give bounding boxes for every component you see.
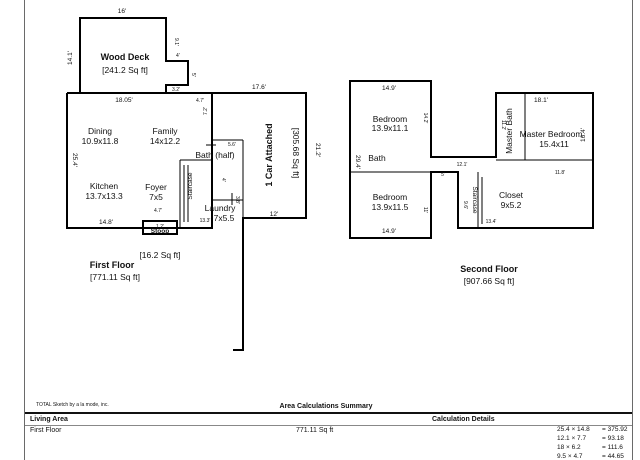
- page-left-border: [24, 0, 25, 460]
- sketch-credit: TOTAL Sketch by a la mode, inc.: [36, 402, 109, 408]
- dim-bath-b: 7.2': [203, 107, 209, 115]
- room-staircase-1-name: Staircase: [187, 172, 194, 199]
- dim-stair-height: 3.8': [234, 196, 240, 204]
- room-kitchen-size: 13.7x13.3: [85, 191, 123, 201]
- sf-dim-top-left: 14.9': [382, 85, 396, 92]
- sf-bath-name: Bath: [368, 153, 386, 163]
- wood-deck-outline: [79, 17, 189, 93]
- page-right-border: [632, 0, 633, 460]
- garage-dim-bottom: 12': [270, 211, 278, 218]
- room-bath-half-name: Bath (half): [195, 150, 234, 160]
- deck-dim-right-c: 5': [190, 73, 196, 77]
- deck-dim-top: 16': [118, 8, 126, 15]
- summary-top-rule: [25, 412, 632, 414]
- wood-deck-label: Wood Deck: [101, 52, 151, 62]
- summary-title: Area Calculations Summary: [279, 403, 373, 410]
- col-living-area: Living Area: [30, 416, 68, 423]
- garage-area: [305.68 Sq ft]: [291, 128, 301, 179]
- garage-dim-top: 17.6': [252, 84, 266, 91]
- calc-expr-3: 18 × 6.2: [557, 444, 581, 451]
- room-family-size: 14x12.2: [150, 136, 181, 146]
- dim-bath-a: 5.6': [228, 142, 236, 148]
- sf-bedroom-2-size: 13.9x11.5: [372, 202, 409, 212]
- second-floor-walls: [349, 80, 594, 239]
- row-first-floor-area: 771.11 Sq ft: [296, 427, 334, 434]
- room-foyer-size: 7x5: [149, 192, 163, 202]
- house-outline: [66, 92, 213, 229]
- first-floor-title: First Floor: [90, 260, 135, 270]
- deck-dim-right-b: 4': [176, 53, 180, 59]
- stoop-outline: [142, 220, 178, 235]
- sf-bedroom-2-name: Bedroom: [373, 192, 408, 202]
- calc-val-4: = 44.65: [602, 453, 624, 460]
- room-laundry-size: 7x5.5: [214, 213, 235, 223]
- col-calculation-details: Calculation Details: [432, 416, 495, 423]
- sf-closet-name: Closet: [499, 190, 524, 200]
- dim-bath-c: 4': [220, 178, 226, 182]
- room-kitchen-name: Kitchen: [90, 181, 119, 191]
- second-floor-area: [907.66 Sq ft]: [464, 276, 515, 286]
- deck-dim-bottom: 3.2': [172, 87, 180, 93]
- sf-dim-bottom-left: 14.9': [382, 228, 396, 235]
- sf-dim-bottom-right: 13.4': [486, 219, 497, 225]
- dim-top: 18.05': [115, 97, 133, 104]
- sf-dim-top-right: 18.1': [534, 97, 548, 104]
- sf-master-bedroom-size: 15.4x11: [539, 139, 569, 149]
- sf-dim-mid-c: 11': [422, 207, 428, 213]
- stoop-area: [16.2 Sq ft]: [139, 250, 180, 260]
- sf-dim-stair: 9.6': [462, 201, 468, 209]
- calc-val-3: = 111.6: [602, 444, 623, 451]
- sf-master-bedroom-name: Master Bedroom: [520, 129, 583, 139]
- second-floor-outline: [349, 80, 594, 239]
- summary-header-rule: [25, 425, 632, 426]
- sf-dim-hall: 12.1': [457, 162, 468, 168]
- sf-bedroom-1-size: 13.9x11.1: [372, 123, 409, 133]
- garage-label: 1 Car Attached: [264, 123, 274, 186]
- room-foyer-name: Foyer: [145, 182, 167, 192]
- calc-expr-4: 9.5 × 4.7: [557, 453, 583, 460]
- row-first-floor-label: First Floor: [30, 427, 62, 434]
- calc-expr-1: 25.4 × 14.8: [557, 426, 590, 433]
- sf-closet-size: 9x5.2: [501, 200, 522, 210]
- dim-top-2: 4.7': [196, 98, 204, 104]
- second-floor-title: Second Floor: [460, 264, 518, 274]
- room-family-name: Family: [152, 126, 178, 136]
- stoop-label: Stoop: [151, 228, 169, 235]
- sf-bedroom-1-name: Bedroom: [373, 114, 408, 124]
- room-dining-name: Dining: [88, 126, 112, 136]
- sf-dim-right: 16.4': [580, 128, 587, 142]
- calc-expr-2: 12.1 × 7.7: [557, 435, 587, 442]
- sf-dim-mid-b: 5': [441, 172, 445, 178]
- first-floor-area: [771.11 Sq ft]: [90, 272, 140, 282]
- room-laundry-name: Laundry: [205, 203, 236, 213]
- dim-laundry: 13.3': [200, 218, 211, 224]
- sf-dim-mid-a: 14.2': [422, 113, 428, 124]
- room-dining-size: 10.9x11.8: [82, 136, 119, 146]
- sf-master-bath-name: Master Bath: [504, 108, 514, 154]
- dim-stair-width: 4.7': [154, 208, 162, 214]
- calc-val-1: = 375.92: [602, 426, 628, 433]
- dim-bottom: 14.8': [99, 219, 113, 226]
- sf-dim-left: 29.4': [354, 155, 361, 169]
- garage-outline: [212, 92, 307, 351]
- sf-dim-closet: 11.8': [555, 170, 565, 176]
- sf-staircase-name: Staircase: [471, 186, 478, 213]
- dim-stoop-width: 1.2': [156, 224, 164, 230]
- calc-val-2: = 93.18: [602, 435, 624, 442]
- deck-dim-left: 14.1': [67, 51, 74, 65]
- garage-dim-right: 21.2': [314, 143, 321, 157]
- deck-dim-right-a: 9.1': [173, 38, 179, 46]
- first-floor-walls: [66, 17, 307, 351]
- sf-dim-master-bath: 11.2': [500, 120, 506, 130]
- dim-left: 25.4': [71, 153, 78, 167]
- wood-deck-area: [241.2 Sq ft]: [102, 65, 148, 75]
